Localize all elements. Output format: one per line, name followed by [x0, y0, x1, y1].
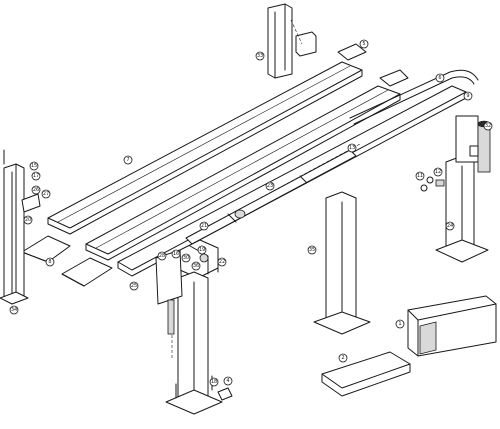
svg-text:23: 23 — [267, 183, 273, 189]
callout-2: 2 — [338, 353, 348, 363]
svg-text:15: 15 — [31, 163, 37, 169]
wheel-chock-back-right — [379, 69, 409, 87]
hardware-cluster — [420, 176, 445, 192]
callout-9: 9 — [463, 91, 473, 101]
callout-6: 6 — [435, 73, 445, 83]
svg-text:12: 12 — [435, 169, 441, 175]
svg-text:4: 4 — [226, 378, 229, 384]
runway-left — [47, 61, 363, 235]
callout-12: 12 — [433, 167, 443, 177]
callout-35: 35 — [307, 245, 317, 255]
svg-text:21: 21 — [201, 223, 207, 229]
svg-text:8: 8 — [48, 259, 51, 265]
callout-13: 13 — [347, 143, 357, 153]
svg-text:33: 33 — [257, 53, 263, 59]
callout-22: 22 — [217, 257, 227, 267]
svg-text:35: 35 — [309, 247, 315, 253]
svg-text:5: 5 — [362, 41, 365, 47]
callout-20: 20 — [23, 215, 33, 225]
svg-text:18: 18 — [211, 379, 217, 385]
slide-block-1 — [407, 295, 497, 357]
callout-24: 24 — [445, 221, 455, 231]
svg-text:24: 24 — [447, 223, 453, 229]
approach-ramp-left — [21, 235, 71, 263]
svg-text:30: 30 — [183, 255, 189, 261]
callout-23: 23 — [265, 181, 275, 191]
callout-26: 26 — [31, 185, 41, 195]
svg-text:27: 27 — [43, 191, 49, 197]
callout-25: 25 — [129, 281, 139, 291]
power-unit — [455, 115, 491, 173]
callout-34: 34 — [9, 305, 19, 315]
post-front-right — [155, 249, 223, 415]
cable-track — [349, 69, 479, 125]
callout-16: 16 — [171, 249, 181, 259]
svg-text:36: 36 — [193, 263, 199, 269]
approach-ramp-right — [61, 257, 113, 287]
callout-7: 7 — [123, 155, 133, 165]
svg-text:16: 16 — [173, 251, 179, 257]
svg-text:7: 7 — [126, 157, 129, 163]
svg-text:2: 2 — [341, 355, 344, 361]
callout-27: 27 — [41, 189, 51, 199]
post-back-left — [267, 3, 317, 79]
slide-plate-2 — [321, 351, 411, 397]
svg-text:9: 9 — [466, 93, 469, 99]
callout-5: 5 — [359, 39, 369, 49]
svg-text:25: 25 — [131, 283, 137, 289]
post-back-right — [435, 155, 489, 263]
svg-text:19: 19 — [199, 247, 205, 253]
callout-17: 17 — [31, 171, 41, 181]
svg-text:20: 20 — [25, 217, 31, 223]
callout-4: 4 — [223, 376, 233, 386]
callout-28: 28 — [157, 251, 167, 261]
callout-19: 19 — [197, 245, 207, 255]
svg-text:13: 13 — [349, 145, 355, 151]
svg-text:6: 6 — [438, 75, 441, 81]
callout-33: 33 — [255, 51, 265, 61]
callout-32: 32 — [483, 121, 493, 131]
callout-8: 8 — [45, 257, 55, 267]
callout-30: 30 — [181, 253, 191, 263]
callout-36: 36 — [191, 261, 201, 271]
svg-text:11: 11 — [417, 173, 423, 179]
post-front-left — [0, 163, 41, 305]
callout-18: 18 — [209, 377, 219, 387]
svg-text:17: 17 — [33, 173, 39, 179]
hydraulic-cylinder — [185, 143, 361, 245]
wheel-chock-back-left — [337, 43, 367, 61]
post-center — [313, 191, 371, 335]
callout-11: 11 — [415, 171, 425, 181]
callout-1: 1 — [395, 319, 405, 329]
svg-text:32: 32 — [485, 123, 491, 129]
callout-15: 15 — [29, 161, 39, 171]
runway-right — [85, 85, 401, 261]
svg-text:26: 26 — [33, 187, 39, 193]
svg-text:1: 1 — [398, 321, 401, 327]
svg-text:28: 28 — [159, 253, 165, 259]
svg-text:22: 22 — [219, 259, 225, 265]
svg-text:34: 34 — [11, 307, 17, 313]
callout-21: 21 — [199, 221, 209, 231]
